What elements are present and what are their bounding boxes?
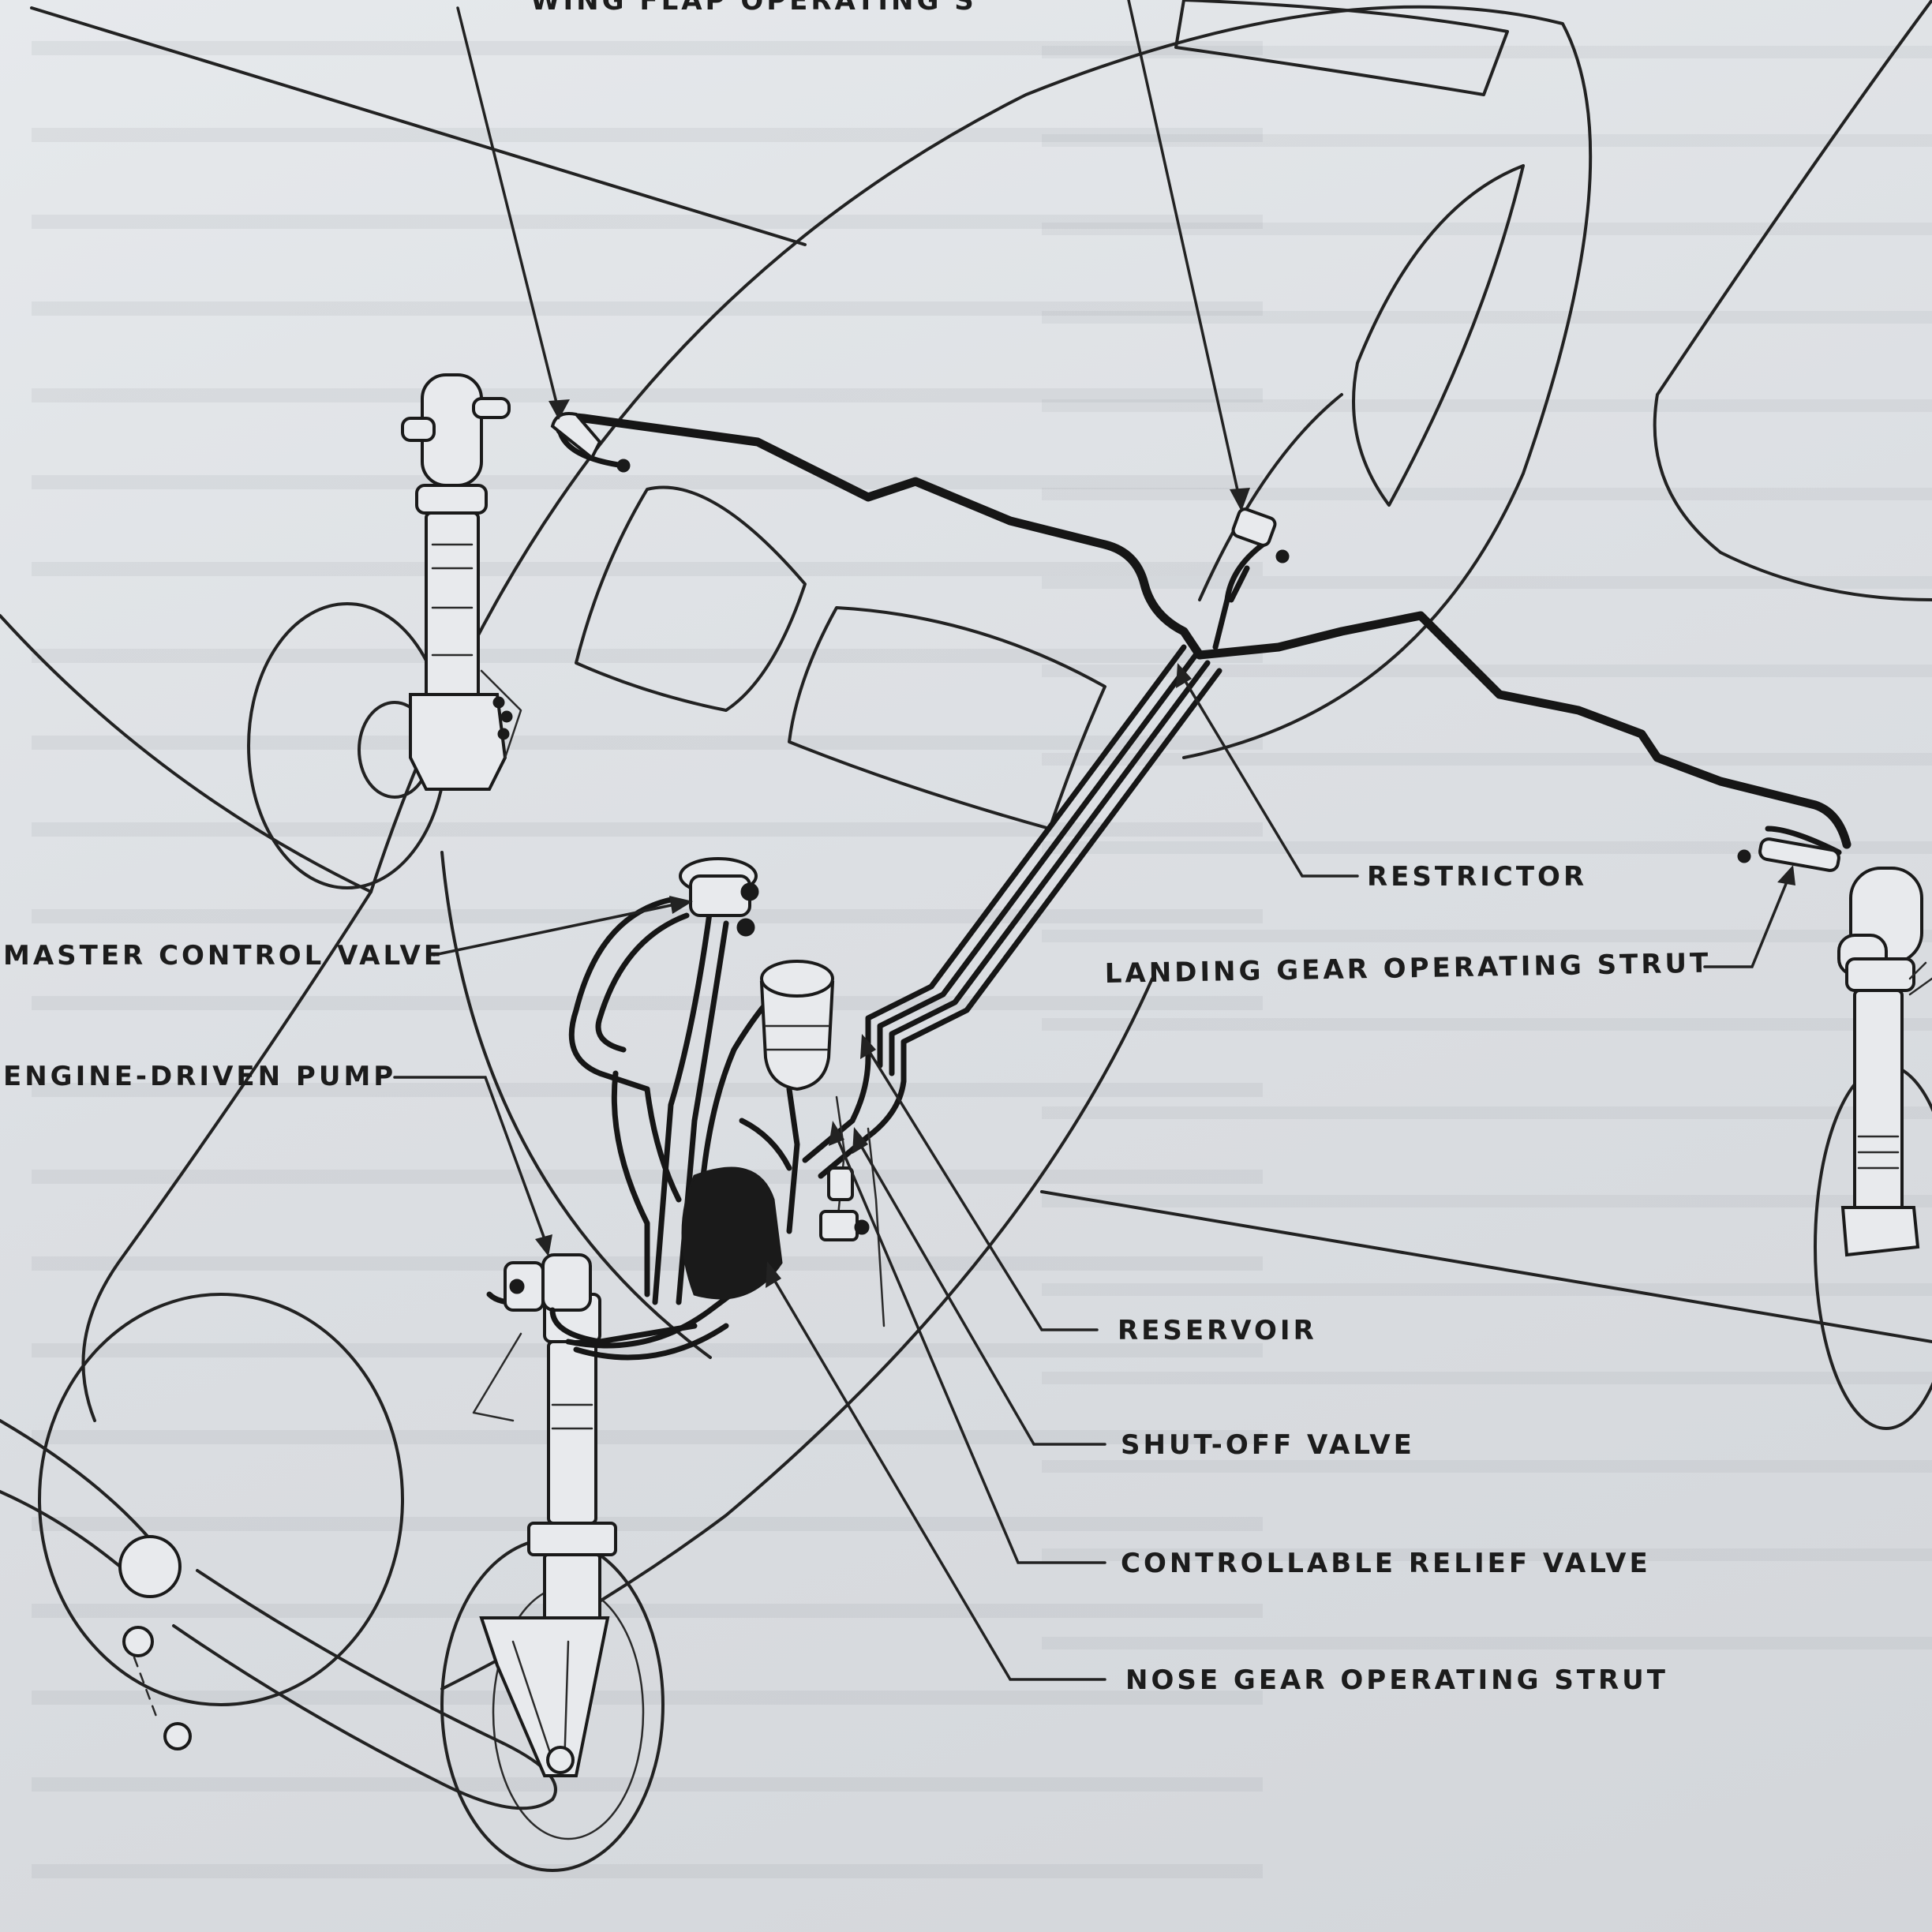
label-landing-gear-operating-strut: LANDING GEAR OPERATING STRUT <box>1104 948 1711 990</box>
wing-trailing-edge-left <box>0 614 373 893</box>
right-main-gear-strut <box>1837 867 1932 1257</box>
propeller <box>0 1419 557 1810</box>
relief-valve-body <box>819 1210 859 1241</box>
nose-gear-strut <box>472 1293 617 1777</box>
cowling-line <box>440 851 712 1359</box>
label-engine-driven-pump: ENGINE-DRIVEN PUMP <box>3 1061 396 1092</box>
windshield-frame-3 <box>1198 393 1343 601</box>
engine-driven-pump-body <box>504 1253 592 1312</box>
leader-controllable-relief-valve <box>835 1135 1106 1564</box>
airframe-outline <box>0 0 1932 1872</box>
leader-master-control-valve <box>432 902 680 957</box>
windshield-frame-2 <box>1352 164 1525 507</box>
leader-wing-flap-1 <box>456 6 558 404</box>
label-controllable-relief-valve: CONTROLLABLE RELIEF VALVE <box>1121 1548 1651 1579</box>
label-shut-off-valve: SHUT-OFF VALVE <box>1121 1429 1415 1461</box>
restrictor-fitting <box>1231 507 1277 547</box>
propeller-hub <box>118 1535 182 1598</box>
label-top-cutoff: WING FLAP OPERATING S <box>530 0 977 17</box>
fuselage-nose <box>81 890 373 1422</box>
leader-lines <box>393 0 1795 1681</box>
leader-restrictor <box>1182 677 1359 878</box>
cockpit-window-2 <box>788 606 1106 830</box>
line-wing-flap <box>554 413 1204 660</box>
wing-trailing-edge-right <box>1040 1190 1932 1343</box>
reservoir-body <box>759 960 835 1091</box>
spinner-outline <box>38 1293 404 1706</box>
master-control-valve-body <box>679 857 759 937</box>
cockpit-window-1 <box>575 485 807 712</box>
label-reservoir: RESERVOIR <box>1118 1315 1317 1346</box>
leader-landing-gear-strut <box>1703 878 1789 968</box>
line-right-gear <box>1195 611 1852 849</box>
canopy-outline <box>369 5 1593 893</box>
windshield-frame-1 <box>1174 0 1509 96</box>
wing-leading-edge-right <box>1653 0 1932 601</box>
bleed-through-text <box>32 0 1263 1932</box>
leader-nose-gear-strut <box>772 1277 1106 1681</box>
leader-reservoir <box>867 1048 1099 1331</box>
left-main-gear-strut <box>401 373 522 791</box>
labels: WING FLAP OPERATING S RESTRICTOR LANDING… <box>3 0 1712 1696</box>
components <box>504 412 1840 1345</box>
leader-engine-driven-pump <box>393 1076 546 1241</box>
hydraulic-lines <box>486 413 1852 1361</box>
label-master-control-valve: MASTER CONTROL VALVE <box>3 940 445 972</box>
leader-shut-off-valve <box>859 1143 1106 1446</box>
wing-leading-edge-left <box>30 6 807 246</box>
label-nose-gear-operating-strut: NOSE GEAR OPERATING STRUT <box>1125 1664 1668 1696</box>
landing-gear-cylinder <box>1758 837 1840 872</box>
leader-wing-flap-2 <box>1127 0 1241 499</box>
label-restrictor: RESTRICTOR <box>1367 861 1587 893</box>
valve-cluster <box>681 1166 783 1300</box>
